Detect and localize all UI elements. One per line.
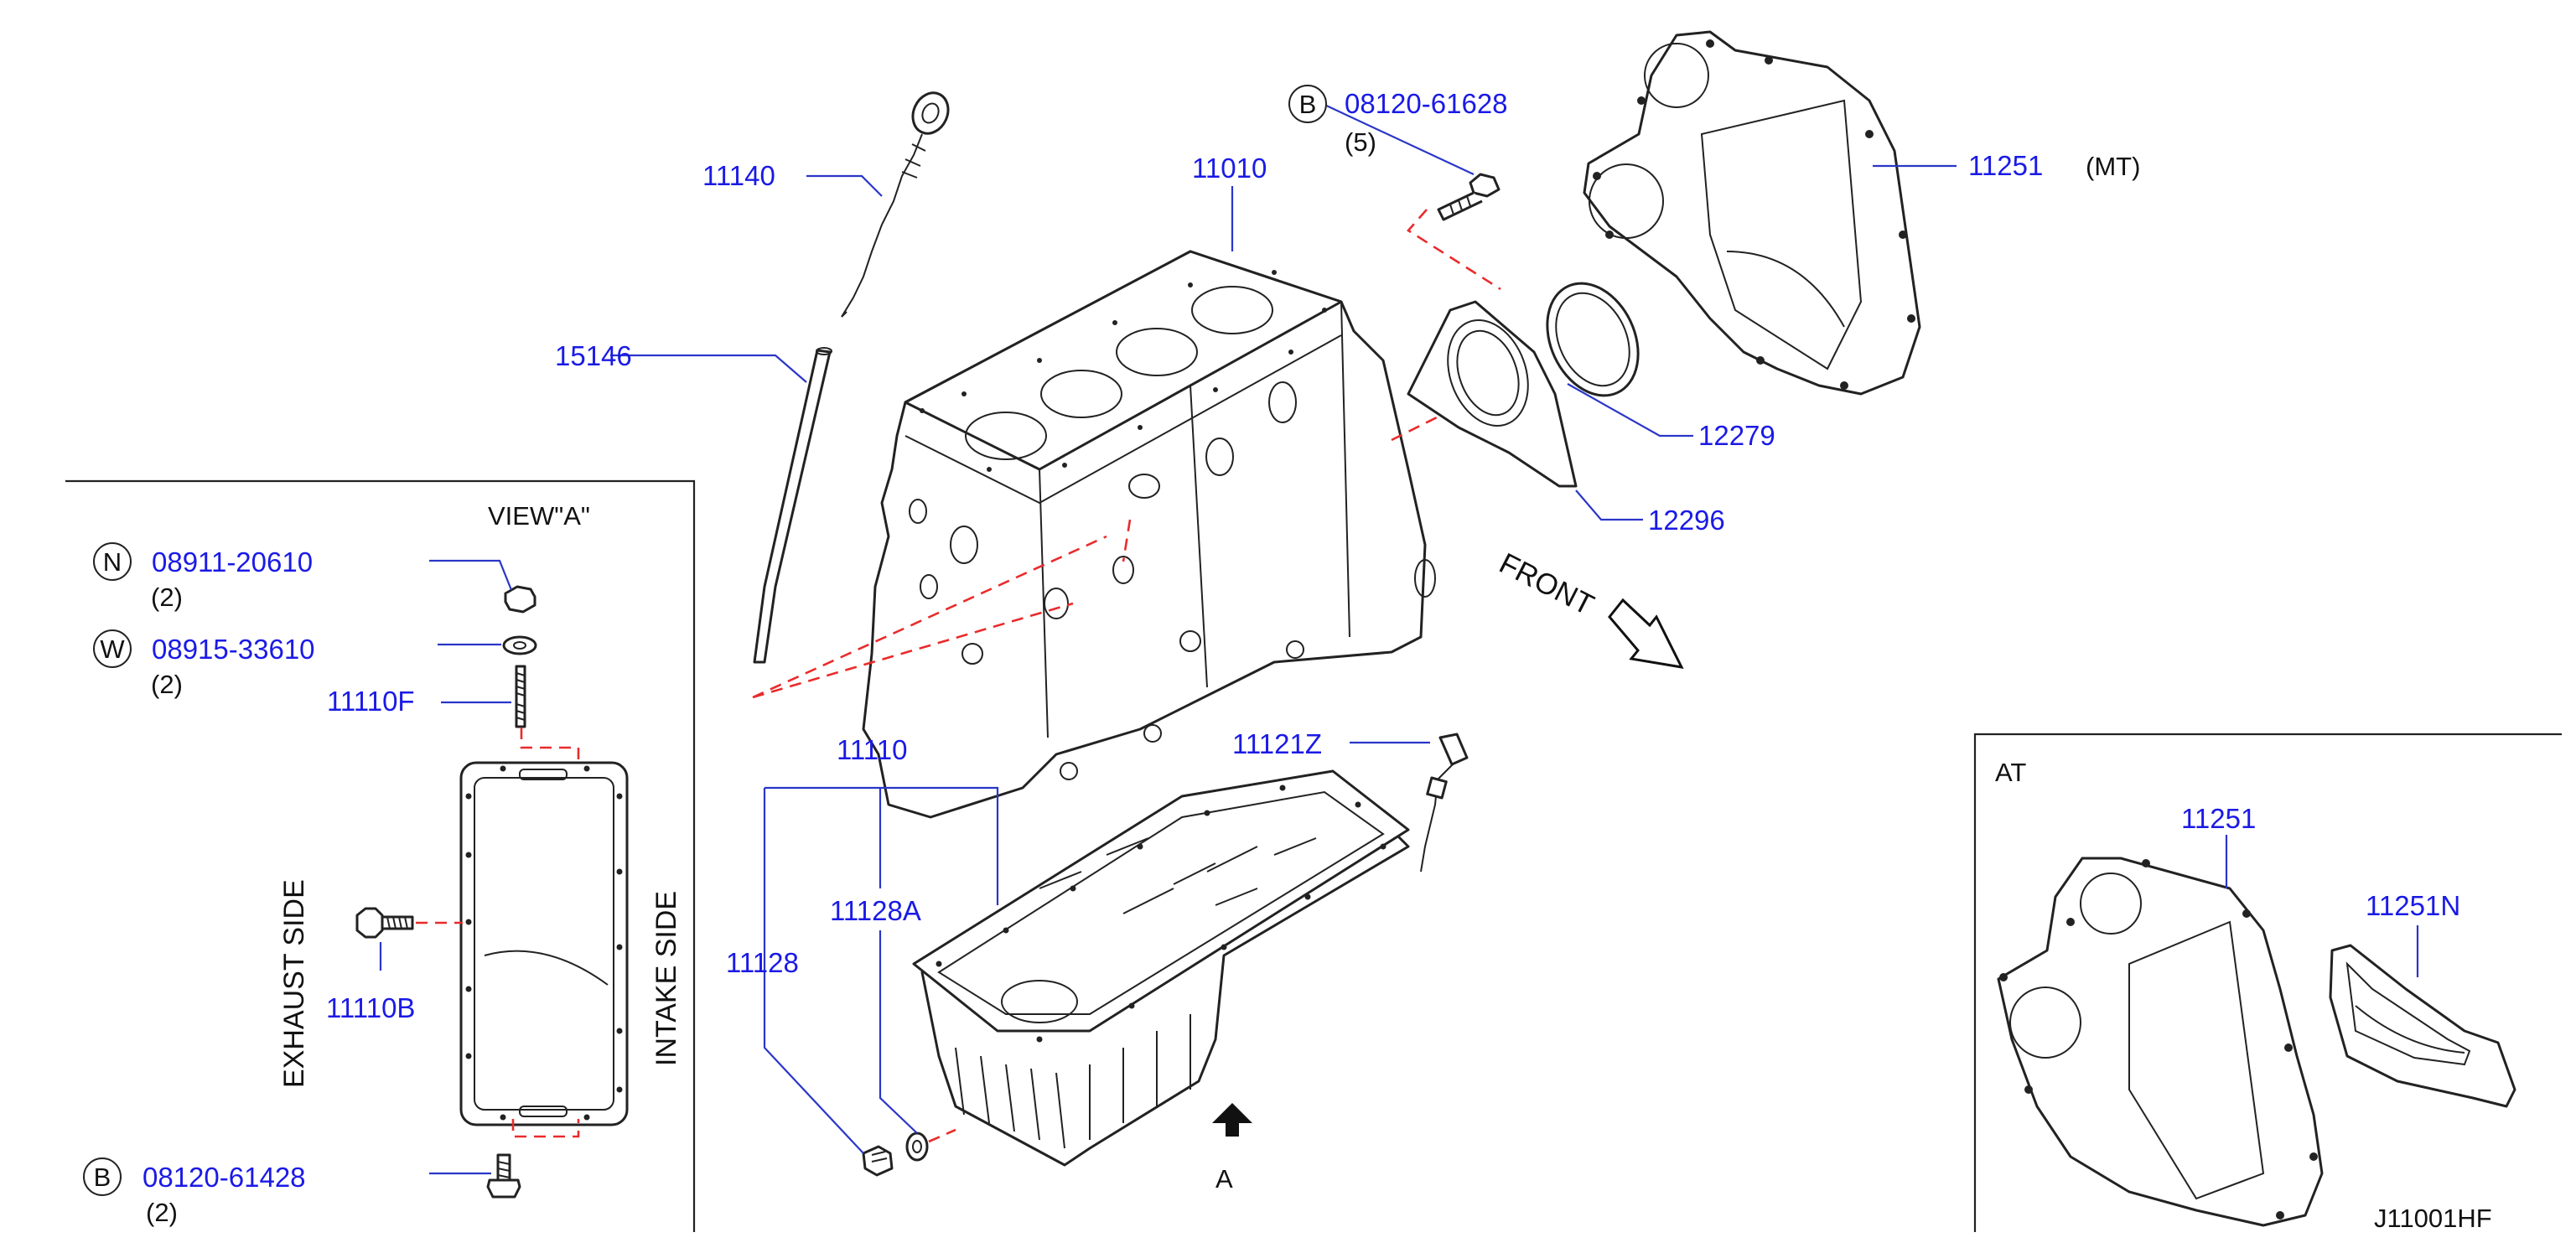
top-bolt-icon [1437, 173, 1501, 221]
part-number-11251-mt: 11251 [1968, 150, 2043, 181]
bolt-symbol-letter-view-a: B [94, 1163, 111, 1192]
part-number-11121Z: 11121Z [1232, 728, 1322, 759]
washer-icon [502, 635, 537, 655]
drain-washer-icon [905, 1131, 929, 1162]
view-a-panel: VIEW"A" [65, 479, 696, 1232]
oil-level-sensor [1420, 733, 1469, 873]
part-number-stud: 11110F [327, 686, 415, 717]
part-number-11128A: 11128A [830, 895, 921, 926]
mt-variant-label: (MT) [2086, 152, 2140, 181]
part-number-11128: 11128 [726, 947, 799, 978]
nut-symbol-letter: N [103, 547, 122, 577]
part-number-11251N: 11251N [2366, 890, 2460, 921]
part-number-side-bolt: 11110B [326, 992, 415, 1023]
bolt-symbol-letter-top: B [1299, 90, 1317, 119]
washer-symbol-letter: W [100, 634, 125, 664]
cover-plate-at [2329, 944, 2516, 1108]
view-a-frame [65, 479, 696, 1232]
bottom-bolt-quantity: (2) [146, 1198, 178, 1227]
bolt-symbol-badge-top [1288, 85, 1327, 123]
part-number-nut: 08911-20610 [152, 546, 313, 577]
oil-pan [912, 769, 1410, 1167]
oil-pan-gasket-plan [459, 761, 629, 1126]
top-bolt-quantity: (5) [1345, 127, 1376, 157]
stud-icon [515, 665, 526, 728]
dipstick-tube [753, 347, 832, 664]
bolt-symbol-badge-view-a [83, 1157, 122, 1196]
main-assembly: A FRONT 11140 15146 11010 B 08120-61628 … [555, 30, 2140, 1194]
part-number-15146: 15146 [555, 340, 632, 371]
at-frame [1973, 733, 2562, 1232]
part-number-12279: 12279 [1698, 420, 1775, 451]
part-number-11140: 11140 [702, 160, 775, 191]
washer-quantity: (2) [151, 670, 183, 699]
view-a-arrow-label: A [1215, 1164, 1233, 1194]
part-number-12296: 12296 [1648, 505, 1725, 536]
nut-symbol-badge [93, 542, 132, 581]
part-number-11110: 11110 [837, 734, 907, 765]
drain-plug-icon [862, 1145, 894, 1177]
bottom-bolt-icon [486, 1153, 521, 1199]
nut-icon [504, 585, 536, 614]
part-number-top-bolt: 08120-61628 [1345, 88, 1508, 119]
nut-quantity: (2) [151, 583, 183, 612]
side-bolt-icon [355, 907, 414, 939]
front-label: FRONT [1494, 546, 1599, 621]
drawing-code: J11001HF [2374, 1204, 2492, 1233]
view-a-arrow-icon [1212, 1103, 1252, 1137]
rear-oil-seal [1546, 282, 1640, 397]
cylinder-block [862, 250, 1436, 819]
at-panel: AT 11251 11251N J11001HF [1973, 733, 2562, 1233]
part-number-11251-at: 11251 [2181, 803, 2256, 834]
rear-plate-at [1997, 857, 2324, 1227]
at-title: AT [1995, 758, 2026, 787]
view-a-title: VIEW"A" [488, 501, 590, 531]
part-number-bottom-bolt: 08120-61428 [143, 1162, 306, 1193]
washer-symbol-badge [93, 629, 132, 668]
rear-oil-seal-retainer [1407, 300, 1578, 488]
exhaust-side-label: EXHAUST SIDE [278, 879, 310, 1088]
part-number-washer: 08915-33610 [152, 634, 315, 665]
part-number-11010: 11010 [1192, 153, 1267, 184]
front-arrow-icon [1608, 598, 1684, 669]
rear-plate-mt [1583, 30, 1921, 396]
intake-side-label: INTAKE SIDE [650, 891, 682, 1066]
dipstick [841, 91, 950, 318]
